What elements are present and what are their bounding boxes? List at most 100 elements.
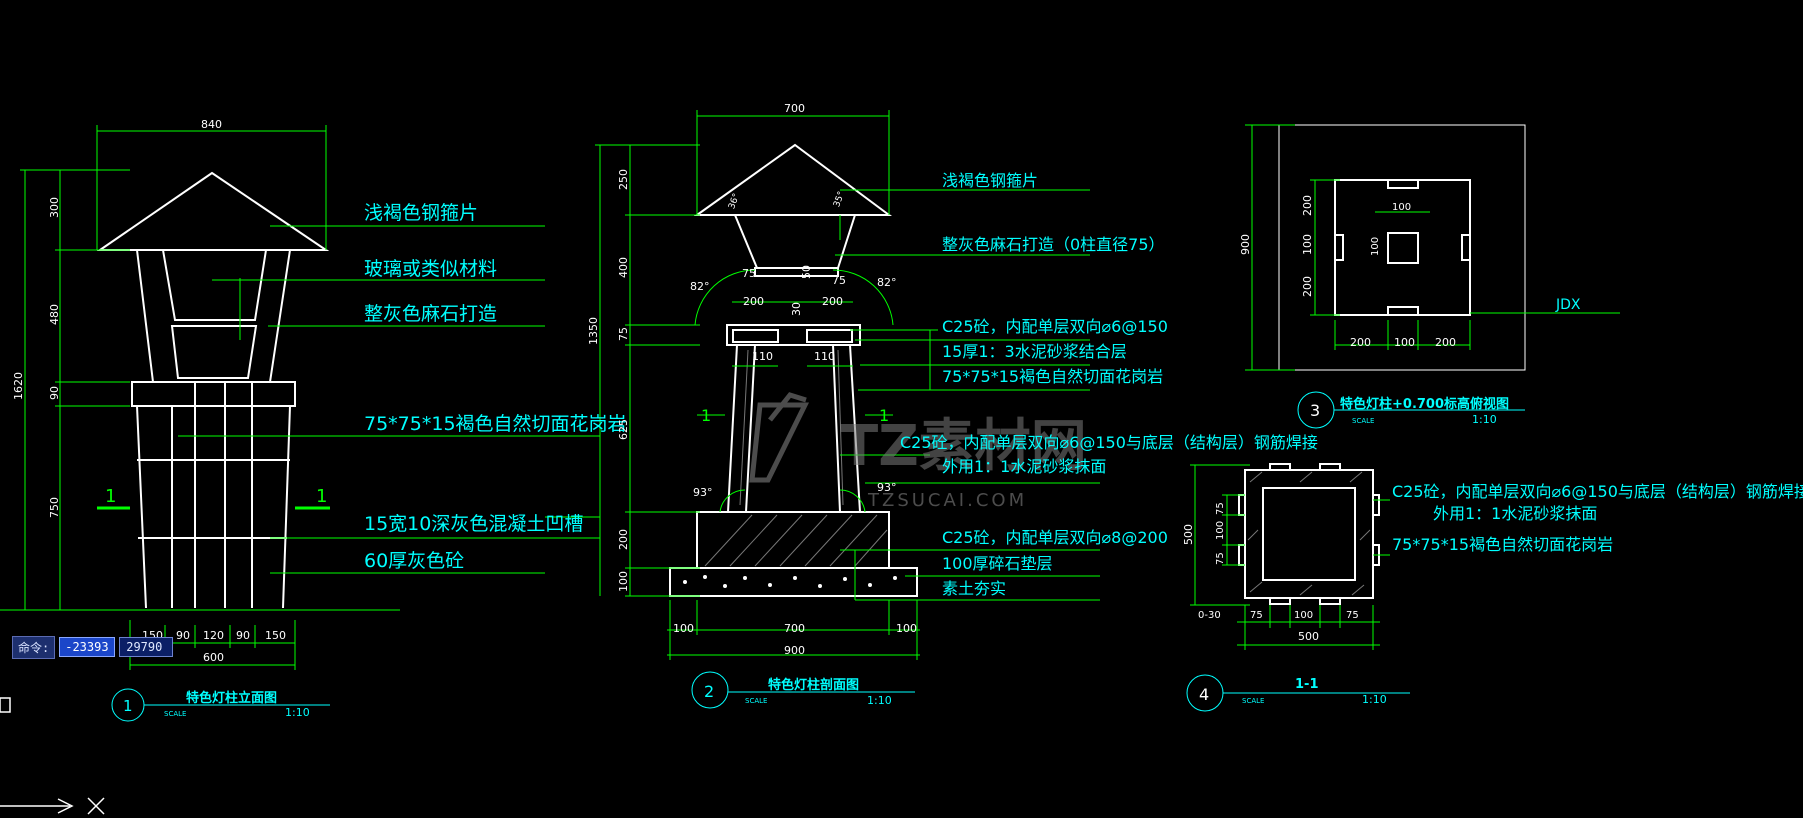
detail-notches xyxy=(1238,463,1380,605)
plan-dim-d3: 200 xyxy=(1435,336,1456,349)
command-line[interactable]: 命令: -23393 29790 xyxy=(12,635,174,659)
dim-90a: 90 xyxy=(176,629,190,642)
dim-600: 600 xyxy=(203,651,224,664)
sec-label-6: C25砼，内配单层双向⌀6@150与底层（结构层）钢筋焊接 xyxy=(900,433,1318,452)
detail-dim-b0: 0-30 xyxy=(1198,610,1221,621)
section-column-inner xyxy=(745,344,841,513)
sec-ang-82a: 82° xyxy=(690,280,710,293)
sec-ang-93b: 93° xyxy=(877,481,897,494)
plan-view xyxy=(1278,124,1526,371)
plan-label-jdx: JDX xyxy=(1555,297,1581,313)
plan-scale: 1:10 xyxy=(1472,413,1497,426)
left-title: 特色灯柱立面图 xyxy=(186,690,277,706)
ucs-arrow-icon xyxy=(0,697,105,815)
section-column-outer xyxy=(727,344,861,513)
left-dims xyxy=(0,125,600,722)
plan-scale-label: SCALE xyxy=(1352,417,1374,425)
sec-dim-400: 400 xyxy=(617,257,630,278)
section-view xyxy=(669,143,918,597)
left-label-6: 60厚灰色砼 xyxy=(364,550,464,572)
plan-dim-900: 900 xyxy=(1239,234,1252,255)
detail-hatch xyxy=(1247,471,1371,596)
sec-label-3: C25砼，内配单层双向⌀6@150 xyxy=(942,317,1168,336)
column-outline xyxy=(136,405,291,609)
sec-dim-200: 200 xyxy=(617,529,630,550)
sec-scale: 1:10 xyxy=(867,694,892,707)
left-section-mark-r: 1 xyxy=(316,486,327,507)
detail-dim-b3: 75 xyxy=(1346,610,1359,621)
sec-section-mark-l: 1 xyxy=(701,406,711,425)
text-layer: 840 300 480 90 750 1620 150 90 120 90 15… xyxy=(12,102,1803,719)
plan-dim-top: 100 xyxy=(1392,202,1411,213)
sec-dim-100: 100 xyxy=(617,571,630,592)
section-roof xyxy=(693,143,893,216)
plan-dim-d2: 100 xyxy=(1394,336,1415,349)
sec-label-1: 浅褐色钢箍片 xyxy=(942,171,1038,190)
plan-dim-100a: 100 xyxy=(1301,234,1314,255)
sec-dim-900: 900 xyxy=(784,644,805,657)
plan-dim-d1: 200 xyxy=(1350,336,1371,349)
left-elevation xyxy=(96,171,330,609)
dim-300: 300 xyxy=(48,197,61,218)
left-label-2: 玻璃或类似材料 xyxy=(364,258,497,280)
section-gravel xyxy=(669,567,918,597)
section-cap-stone-r xyxy=(806,329,853,343)
sec-dim-110b: 110 xyxy=(814,350,835,363)
sec-dim-w1: 200 xyxy=(743,295,764,308)
plan-dims xyxy=(1245,124,1620,429)
sec-section-mark-r: 1 xyxy=(879,406,889,425)
sec-dim-b1: 100 xyxy=(673,622,694,635)
detail-view xyxy=(1238,463,1380,605)
detail-title-num: 4 xyxy=(1199,685,1209,704)
sec-label-5: 75*75*15褐色自然切面花岗岩 xyxy=(942,367,1163,386)
sec-title-num: 2 xyxy=(704,682,714,701)
sec-ang-93a: 93° xyxy=(693,486,713,499)
dim-150b: 150 xyxy=(265,629,286,642)
dim-90: 90 xyxy=(48,386,61,400)
detail-dim-b1: 75 xyxy=(1250,610,1263,621)
sec-label-7: 外用1：1水泥砂浆抹面 xyxy=(942,457,1106,476)
lantern-inner xyxy=(162,249,267,321)
sec-dim-w2: 200 xyxy=(822,295,843,308)
coord-y-input[interactable]: 29790 xyxy=(119,637,174,657)
detail-label-2: 外用1：1水泥砂浆抹面 xyxy=(1433,504,1597,523)
left-title-num: 1 xyxy=(123,697,133,715)
detail-outer xyxy=(1244,469,1374,599)
sec-dim-a1: 75 xyxy=(742,267,756,280)
plan-title: 特色灯柱+0.700标高俯视图 xyxy=(1340,396,1509,412)
detail-dim-b2: 100 xyxy=(1294,610,1313,621)
sec-dim-75: 75 xyxy=(617,327,630,341)
detail-label-3: 75*75*15褐色自然切面花岗岩 xyxy=(1392,535,1613,554)
dim-90b: 90 xyxy=(236,629,250,642)
left-label-1: 浅褐色钢箍片 xyxy=(364,202,478,224)
plan-notches xyxy=(1335,180,1470,315)
detail-scale: 1:10 xyxy=(1362,693,1387,706)
coord-x-input[interactable]: -23393 xyxy=(59,637,116,657)
plan-middle xyxy=(1334,179,1471,316)
section-dims xyxy=(595,110,1100,709)
dim-120: 120 xyxy=(203,629,224,642)
left-label-4: 75*75*15褐色自然切面花岗岩 xyxy=(364,413,627,435)
dim-750: 750 xyxy=(48,497,61,518)
section-cap-stone-l xyxy=(732,329,779,343)
watermark-sub: TZSUCAI.COM xyxy=(867,490,1027,511)
column-joints xyxy=(137,459,290,539)
plan-dim-inner: 100 xyxy=(1370,237,1381,256)
section-lantern xyxy=(734,214,856,269)
plan-outer xyxy=(1278,124,1526,371)
watermark-main: TZ素材网 xyxy=(840,414,1087,479)
lantern-frame xyxy=(136,249,291,383)
plan-dim-200a: 200 xyxy=(1301,195,1314,216)
left-section-mark-l: 1 xyxy=(105,486,116,507)
sec-dim-b2: 700 xyxy=(784,622,805,635)
section-top-bar xyxy=(754,267,839,277)
left-label-3: 整灰色麻石打造 xyxy=(364,303,497,325)
sec-ang-36: 36° xyxy=(727,192,742,210)
sec-dim-1350: 1350 xyxy=(587,317,600,345)
sec-dim-b3: 100 xyxy=(896,622,917,635)
sec-dim-700: 700 xyxy=(784,102,805,115)
roof-shape xyxy=(96,171,330,251)
detail-dim-v1: 75 xyxy=(1215,502,1226,515)
column-cap xyxy=(131,381,296,407)
